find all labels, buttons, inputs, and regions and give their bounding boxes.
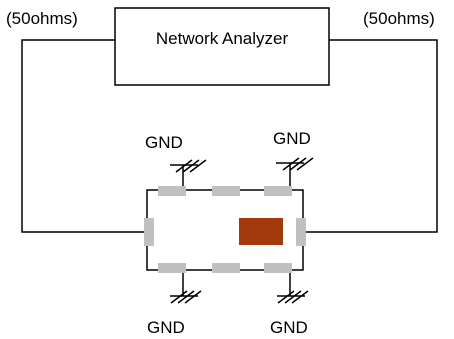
gnd-label-bottom-left: GND xyxy=(147,318,185,337)
ground-symbol-bottom-left xyxy=(170,273,202,304)
gnd-label-bottom-right: GND xyxy=(270,318,308,337)
left-port-label: (50ohms) xyxy=(6,9,78,28)
component-chip xyxy=(239,218,283,245)
pad-bottom-2 xyxy=(212,263,240,273)
pad-bottom-1 xyxy=(158,263,186,273)
ground-symbol-bottom-right xyxy=(277,273,309,304)
pad-bottom-3 xyxy=(264,263,292,273)
pad-top-3 xyxy=(264,186,292,196)
left-wire xyxy=(21,39,147,233)
ground-symbol-top-left xyxy=(170,159,207,186)
network-analyzer-box xyxy=(114,7,330,86)
gnd-label-top-right: GND xyxy=(273,129,311,148)
right-wire xyxy=(303,39,438,233)
gnd-label-top-left: GND xyxy=(145,133,183,152)
pad-left xyxy=(144,218,154,246)
pad-right xyxy=(296,218,306,246)
pad-top-2 xyxy=(212,186,240,196)
pad-top-1 xyxy=(158,186,186,196)
right-port-label: (50ohms) xyxy=(363,9,435,28)
ground-symbol-top-right xyxy=(276,157,314,186)
network-analyzer-label: Network Analyzer xyxy=(156,29,289,48)
